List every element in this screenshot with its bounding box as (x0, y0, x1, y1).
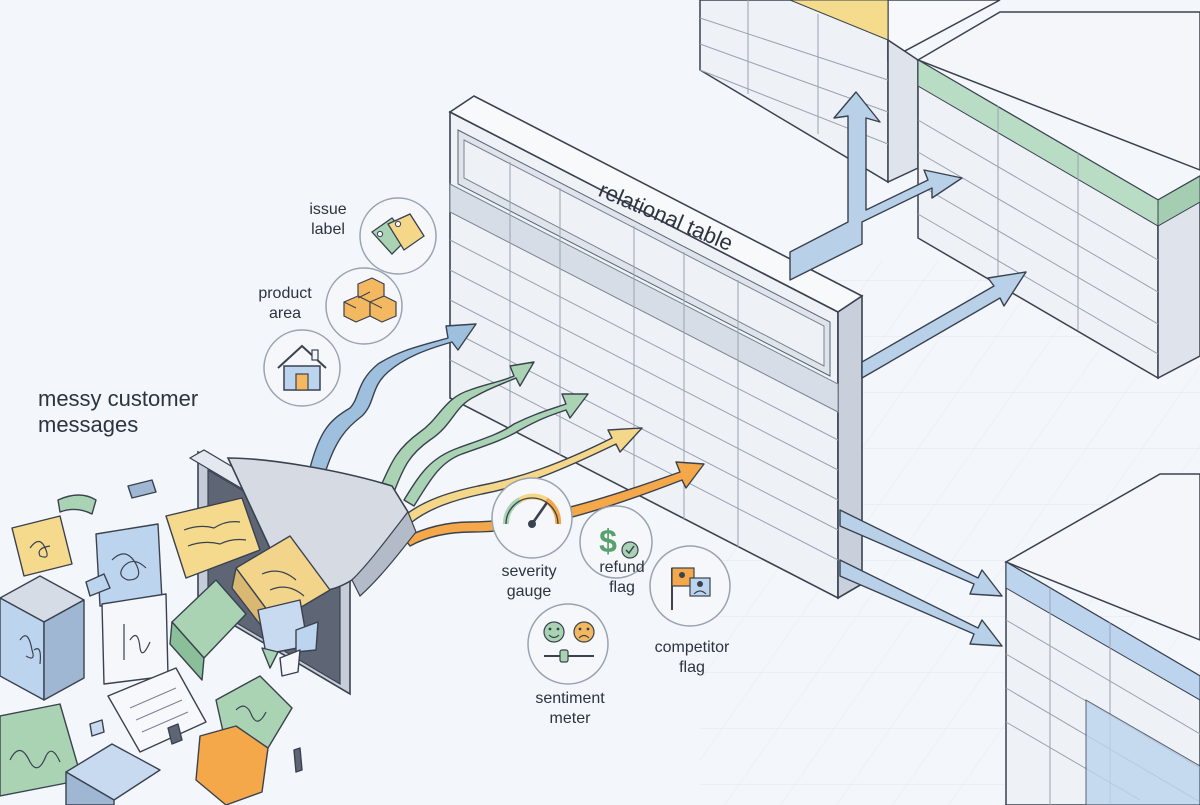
product-area-line2: area (268, 305, 302, 322)
competitor-line2: flag (679, 659, 705, 676)
house-icon (263, 329, 341, 407)
svg-text:$: $ (599, 523, 617, 559)
messy-label-line1: messy customer (38, 386, 199, 411)
severity-gauge-label: severity gauge (488, 562, 570, 602)
tag-icon (359, 197, 437, 275)
sentiment-meter-label: sentiment meter (520, 689, 620, 729)
sentiment-faces-icon (527, 603, 609, 685)
refund-line2: flag (609, 579, 635, 596)
outgoing-arrows (789, 91, 1027, 647)
issue-label-label: issue label (300, 200, 356, 240)
messy-customer-messages-label: messy customer messages (38, 386, 198, 439)
severity-line1: severity (501, 563, 557, 580)
boxes-icon (325, 267, 403, 345)
product-area-label: product area (248, 284, 322, 324)
severity-line2: gauge (506, 583, 552, 600)
sentiment-line1: sentiment (535, 690, 605, 707)
competitor-flag-label: competitor flag (640, 638, 744, 678)
destination-table-top (699, 0, 1001, 184)
input-streams (309, 323, 705, 547)
destination-table-bottom (1004, 473, 1200, 805)
competitor-line1: competitor (654, 639, 730, 656)
product-area-line1: product (258, 285, 312, 302)
gauge-icon (491, 477, 573, 559)
refund-flag-label: refund flag (590, 558, 654, 598)
refund-line1: refund (599, 559, 645, 576)
issue-label-line2: label (311, 221, 345, 238)
dollar-check-icon: $ (579, 505, 653, 579)
sentiment-line2: meter (549, 710, 591, 727)
messy-messages-pile (0, 479, 331, 805)
issue-label-line1: issue (309, 201, 347, 218)
relational-table (448, 95, 864, 600)
messy-label-line2: messages (38, 412, 139, 438)
competitor-flag-icon (649, 545, 731, 627)
destination-table-right (916, 11, 1200, 380)
